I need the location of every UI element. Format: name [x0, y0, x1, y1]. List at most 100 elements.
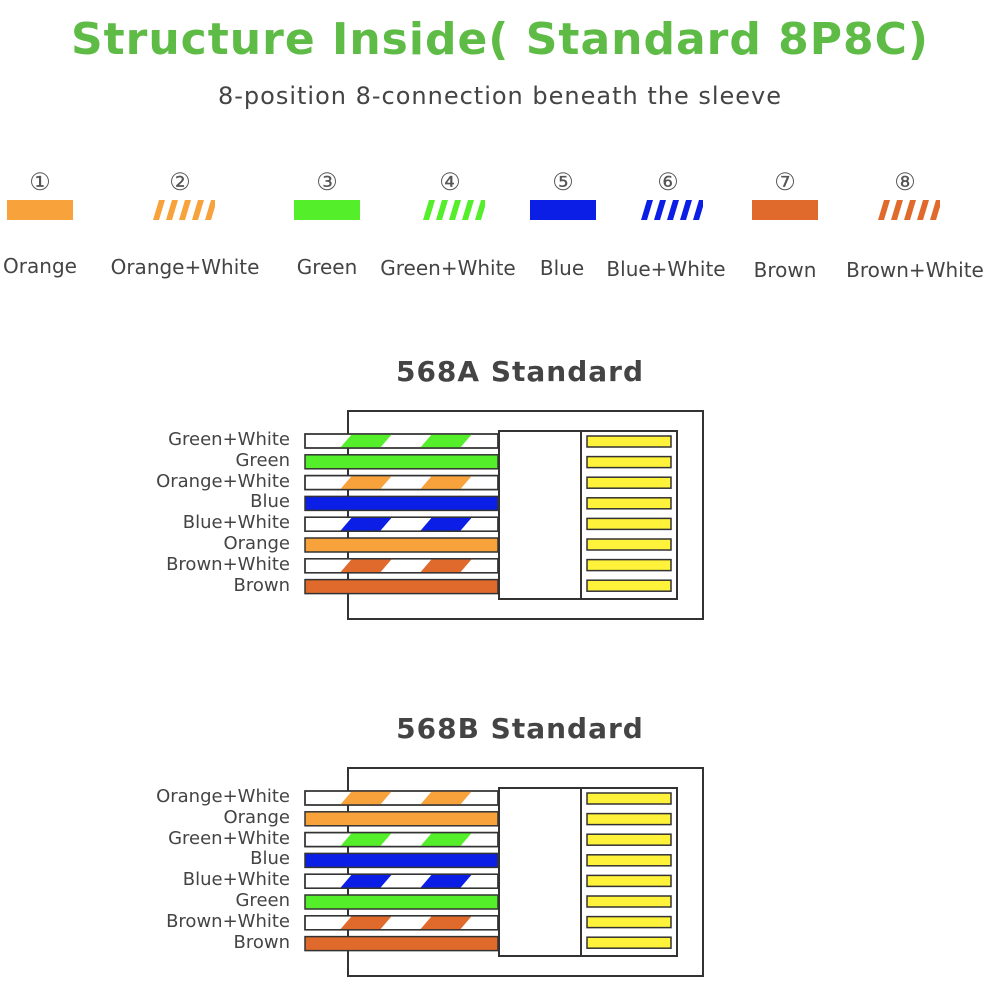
stripe-mark: [449, 200, 461, 220]
wire: [304, 433, 499, 449]
legend-swatch: [423, 200, 485, 220]
legend-swatch: [530, 200, 596, 220]
stripe-mark: [641, 200, 653, 220]
legend-number: ②: [169, 168, 191, 196]
legend-label: Orange+White: [110, 254, 260, 279]
wire-stripe: [420, 915, 472, 930]
wire-label: Green: [235, 449, 290, 471]
stripe-mark: [192, 200, 204, 220]
stripe-mark: [436, 200, 448, 220]
wire: [304, 578, 499, 595]
stripe-mark: [462, 200, 474, 220]
wire-stripe: [340, 832, 392, 847]
wire: [304, 516, 499, 532]
stripe-mark: [153, 200, 165, 220]
contact-pin: [586, 833, 672, 846]
contact-pin: [586, 936, 672, 949]
legend-number: ⑧: [894, 168, 916, 196]
wire-label: Green+White: [168, 429, 290, 450]
contact-pin: [586, 812, 672, 826]
stripe-mark: [680, 200, 692, 220]
legend-swatch: [641, 200, 703, 220]
wire-label: Blue: [250, 491, 290, 513]
wire: [304, 454, 499, 470]
stripe-mark: [205, 200, 215, 220]
legend-label: Brown: [753, 257, 817, 282]
wire: [304, 831, 499, 848]
wire-stripe: [340, 915, 392, 930]
wire-label: Orange: [223, 806, 290, 828]
connector-diagram: [304, 410, 704, 620]
wire-stripe: [340, 517, 392, 532]
wire-label: Brown: [233, 574, 291, 596]
stripe-mark: [654, 200, 666, 220]
insulation-block: [498, 430, 582, 600]
legend-number: ⑤: [552, 168, 574, 196]
wire-label: Brown+White: [166, 910, 290, 932]
wire-label: Brown: [233, 931, 291, 953]
contact-pin: [586, 579, 672, 592]
wire-stripe: [340, 874, 392, 889]
stripe-mark: [930, 200, 940, 220]
solid-swatch: [294, 200, 360, 220]
wire-body: [304, 578, 499, 595]
wire-label: Orange: [223, 533, 290, 554]
wire-body: [304, 894, 499, 910]
wire: [304, 558, 499, 574]
contact-pin: [586, 497, 672, 510]
legend-number: ①: [29, 168, 51, 196]
stripe-mark: [179, 200, 191, 220]
solid-swatch: [530, 200, 596, 220]
legend-swatch: [878, 200, 940, 220]
wire-label: Blue: [250, 848, 290, 870]
legend-label: Blue+White: [606, 257, 726, 281]
stripe-mark: [904, 200, 916, 220]
legend-number: ③: [316, 168, 338, 196]
wire-stripe: [420, 791, 472, 805]
solid-swatch: [752, 200, 818, 220]
wire-body: [304, 537, 499, 553]
contact-pin: [586, 435, 672, 448]
wire: [304, 894, 499, 910]
wire-label: Orange+White: [156, 786, 290, 807]
wire: [304, 935, 499, 952]
wire: [304, 852, 499, 869]
contact-pin: [586, 558, 672, 572]
wire-label: Brown+White: [166, 553, 290, 575]
wire-stripe: [420, 475, 472, 490]
stripe-mark: [667, 200, 679, 220]
standard-title: 568A Standard: [395, 355, 645, 388]
legend-label: Green: [296, 255, 358, 280]
legend-swatch: [294, 200, 360, 220]
wire: [304, 537, 499, 553]
insulation-block: [498, 787, 582, 957]
wire-stripe: [340, 791, 392, 805]
stripe-mark: [878, 200, 890, 220]
wire-stripe: [420, 434, 472, 448]
legend-swatch: [7, 200, 73, 220]
wire-label: Green: [235, 890, 290, 911]
wire-stripe: [340, 434, 392, 448]
legend-number: ④: [439, 168, 461, 196]
legend-swatch: [752, 200, 818, 220]
legend-label: Blue: [539, 256, 585, 281]
wire-body: [304, 495, 499, 512]
contact-pin: [586, 792, 672, 805]
legend-label: Orange: [3, 254, 77, 278]
wire-label: Blue+White: [182, 512, 290, 534]
legend-label: Green+White: [380, 255, 516, 280]
contact-pin: [586, 895, 672, 908]
legend-swatch: [153, 200, 215, 220]
wire-label: Green+White: [168, 827, 290, 849]
contact-pin: [586, 854, 672, 867]
wire-body: [304, 935, 499, 952]
stripe-mark: [891, 200, 903, 220]
wire-body: [304, 811, 499, 827]
contact-pin: [586, 455, 672, 469]
page-subtitle: 8-position 8-connection beneath the slee…: [217, 82, 783, 110]
wire: [304, 474, 499, 491]
wire-stripe: [420, 517, 472, 532]
wire: [304, 873, 499, 889]
wire-stripe: [340, 475, 392, 490]
wire: [304, 790, 499, 806]
